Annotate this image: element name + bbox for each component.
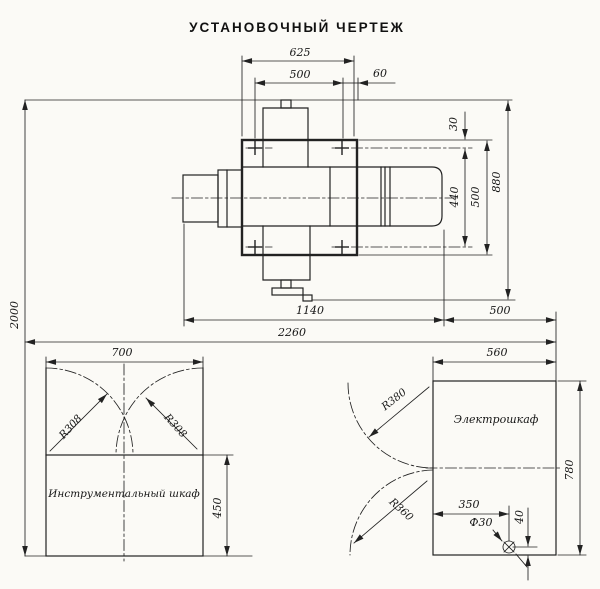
top-notch: [280, 99, 292, 109]
electro-cabinet: R380 R360 560 780 350 Ф30 40 Электрошкаф: [347, 346, 587, 581]
machine-top-view: [171, 99, 516, 302]
dim-625-label: 625: [290, 46, 311, 59]
tool-cabinet-label: Инструментальный шкаф: [47, 488, 199, 500]
dim-500-right-label: 500: [469, 187, 482, 208]
dim-500-top-label: 500: [290, 68, 311, 81]
bottom-slide: [262, 225, 311, 281]
dim-450-label: 450: [211, 498, 224, 520]
dim-560-label: 560: [487, 346, 508, 359]
dim-440-label: 440: [448, 187, 461, 209]
machine-bed-right: [356, 166, 443, 227]
dim-2260-label: 2260: [277, 326, 306, 339]
tool-cabinet-body: [45, 454, 204, 557]
radius-r380-label: R380: [379, 386, 409, 413]
dim-30-label: 30: [447, 117, 460, 131]
machine-base-plate: [240, 138, 359, 257]
dim-500-bottom-label: 500: [490, 304, 511, 317]
dims-bottom: 1140 500 2260: [24, 223, 557, 382]
dim-60-label: 60: [373, 67, 387, 80]
hole-diameter-label: Ф30: [469, 516, 492, 529]
dim-350-label: 350: [459, 498, 480, 511]
dims-top: 625 500 60: [241, 46, 396, 139]
tool-cabinet-door-swing-right: [115, 367, 204, 456]
dim-700-label: 700: [112, 346, 133, 359]
radius-r360-label: R360: [386, 495, 416, 524]
drawing-title: УСТАНОВОЧНЫЙ ЧЕРТЕЖ: [189, 20, 405, 35]
dim-1140-label: 1140: [296, 304, 324, 317]
tool-cabinet: R308 R308 700 450 Инструментальный шкаф: [45, 346, 234, 562]
radius-r308-left-label: R308: [56, 412, 85, 442]
dim-780-label: 780: [563, 460, 576, 481]
left-step-block: [217, 169, 243, 228]
dim-880-label: 880: [490, 172, 503, 193]
dim-40-label: 40: [513, 510, 526, 525]
dims-right: 30 440 500 880: [358, 100, 511, 300]
tool-cabinet-door-swing-left: [45, 367, 134, 456]
radius-r308-right-label: R308: [161, 411, 190, 441]
left-block: [182, 174, 219, 223]
electro-cabinet-label: Электрошкаф: [454, 413, 539, 426]
electro-door-swing-lower: [349, 469, 434, 556]
top-slide: [262, 107, 309, 168]
dim-2000-label: 2000: [8, 301, 21, 330]
electro-door-swing-upper: [347, 382, 434, 469]
